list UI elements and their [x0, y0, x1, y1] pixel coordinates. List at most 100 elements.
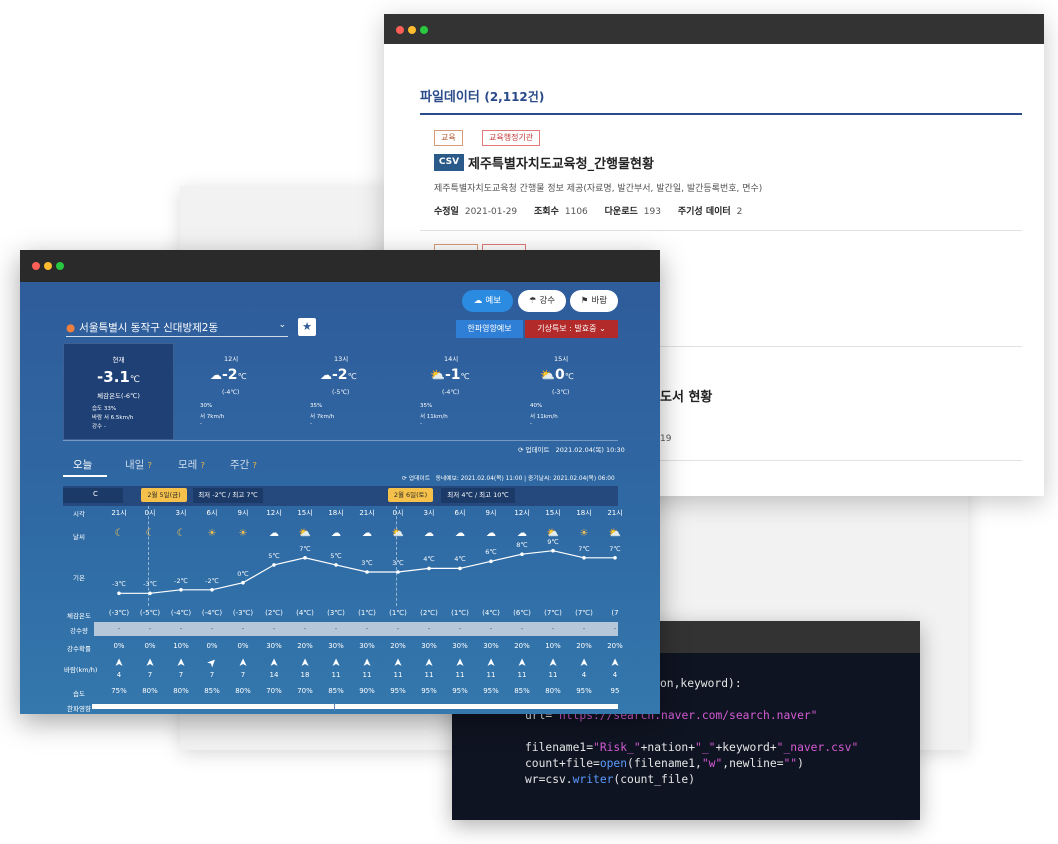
hour-wind: 서 7km/h — [310, 414, 335, 420]
precip-cell: - — [396, 625, 400, 633]
hour-time: 13시 — [334, 355, 349, 363]
row-label-precip: 강수량 — [70, 627, 88, 635]
precip-cell: - — [458, 625, 462, 633]
time-cell: 15시 — [297, 509, 313, 517]
cold-wave-button[interactable]: 한파영향예보 — [456, 320, 523, 338]
location-pin-icon: ● — [66, 322, 76, 334]
now-humidity: 습도 33% — [92, 406, 117, 412]
sun-icon: ☀ — [579, 528, 589, 539]
precip-cell: - — [179, 625, 183, 633]
cloud-icon: ☁ — [331, 528, 341, 539]
minimize-dot-icon[interactable] — [44, 262, 52, 270]
humidity-cell: 95% — [576, 687, 592, 695]
humidity-cell: 95% — [421, 687, 437, 695]
temp-label: 7℃ — [578, 544, 590, 553]
time-cell: 0시 — [392, 509, 404, 517]
humidity-cell: 70% — [297, 687, 313, 695]
minimize-dot-icon[interactable] — [408, 26, 416, 34]
precip-row — [94, 622, 618, 636]
wind-speed-cell: 4 — [612, 671, 618, 679]
feels-cell: (1℃) — [451, 609, 469, 617]
temp-label: 5℃ — [330, 551, 342, 560]
rain-icon: ☂ — [528, 296, 537, 306]
temp-label: 6℃ — [485, 548, 497, 557]
precip-prob-cell: 30% — [483, 642, 499, 650]
wind-speed-cell: 4 — [116, 671, 122, 679]
tag-education[interactable]: 교육 — [434, 130, 463, 146]
dataset-title-link[interactable]: 제주특별자치도교육청_간행물현황 — [468, 157, 654, 172]
wind-speed-cell: 11 — [517, 671, 527, 679]
weather-alert-button[interactable]: 기상특보 : 발효중 ⌄ — [525, 320, 618, 338]
dataset-title-link[interactable]: 도서 현황 — [660, 390, 713, 405]
close-dot-icon[interactable] — [32, 262, 40, 270]
temperature-point — [365, 570, 369, 574]
temperature-point — [148, 591, 152, 596]
hour-time: 12시 — [224, 355, 239, 363]
hour-precip: - — [310, 421, 312, 427]
time-cell: 6시 — [206, 509, 218, 517]
wind-speed-cell: 11 — [331, 671, 341, 679]
tag-edu-admin[interactable]: 교육행정기관 — [482, 130, 541, 146]
sun-icon: ☀ — [238, 528, 248, 539]
feels-cell: (4℃) — [482, 609, 500, 617]
maximize-dot-icon[interactable] — [420, 26, 428, 34]
precip-prob-cell: 20% — [297, 642, 313, 650]
forecast-update-info: ⟳ 업데이트 동네예보: 2021.02.04(목) 11:00 | 중기날씨:… — [402, 476, 615, 482]
refresh-icon: ⟳ — [518, 446, 524, 454]
csv-format-badge: CSV — [434, 154, 464, 171]
cloud-sun-icon: ☁ — [473, 296, 483, 306]
wind-speed-cell: 7 — [240, 671, 246, 679]
update-info: ⟳ 업데이트 2021.02.04(목) 10:30 — [518, 446, 625, 454]
now-label: 현재 — [112, 356, 125, 364]
feels-cell: (-4℃) — [201, 609, 223, 617]
row-label-precip_prob: 강수확률 — [67, 645, 91, 653]
code-line-5: filename1="Risk_"+nation+"_"+keyword+"_n… — [525, 741, 859, 754]
close-dot-icon[interactable] — [396, 26, 404, 34]
tab-precip[interactable]: ☂강수 — [518, 290, 566, 312]
temp-label: 4℃ — [454, 555, 466, 564]
now-feels: 체감온도(-6℃) — [97, 392, 140, 400]
weather-titlebar — [20, 250, 660, 282]
maximize-dot-icon[interactable] — [56, 262, 64, 270]
location-select[interactable]: ●서울특별시 동작구 신대방제2동 ⌄ — [66, 320, 288, 337]
time-cell: 9시 — [237, 509, 249, 517]
wind-speed-cell: 11 — [548, 671, 558, 679]
tab-day-after[interactable]: 모레 ? — [178, 459, 205, 471]
time-cell: 21시 — [111, 509, 127, 517]
hour-precip: - — [530, 421, 532, 427]
prev-day-cell: C — [63, 488, 123, 503]
wind-speed-cell: 11 — [455, 671, 465, 679]
favorite-star-button[interactable]: ★ — [298, 318, 316, 336]
humidity-cell: 95% — [452, 687, 468, 695]
code-line-6: count+file=open(filename1,"w",newline=""… — [525, 757, 804, 770]
tab-wind[interactable]: ⚑바람 — [570, 290, 618, 312]
active-tab-underline — [63, 475, 107, 477]
precip-prob-cell: 30% — [452, 642, 468, 650]
hour-feels: (-5℃) — [332, 389, 350, 396]
wind-speed-cell: 14 — [269, 671, 279, 679]
tab-forecast[interactable]: ☁예보 — [462, 290, 513, 312]
precip-cell: - — [117, 625, 121, 633]
temperature-point — [117, 591, 121, 596]
temp-label: -2℃ — [174, 576, 188, 585]
temperature-point — [427, 566, 431, 571]
precip-prob-cell: 20% — [390, 642, 406, 650]
humidity-cell: 80% — [545, 687, 561, 695]
time-cell: 12시 — [514, 509, 530, 517]
help-icon: ? — [252, 461, 257, 470]
precip-cell: - — [427, 625, 431, 633]
feels-cell: (6℃) — [513, 609, 531, 617]
time-cell: 0시 — [144, 509, 156, 517]
day-separator — [396, 506, 397, 606]
time-cell: 3시 — [423, 509, 435, 517]
precip-prob-cell: 0% — [113, 642, 125, 650]
tab-tomorrow[interactable]: 내일 ? — [125, 459, 152, 471]
tab-weekly[interactable]: 주간 ? — [230, 459, 257, 471]
code-line-7: wr=csv.writer(count_file) — [525, 773, 696, 786]
row-label-weather: 날씨 — [73, 533, 85, 541]
row-label-feels: 체감온도 — [67, 612, 91, 620]
tag-partial — [434, 244, 478, 254]
day-badge-fri: 2월 5일(금) — [141, 488, 187, 502]
sun-cloud-icon: ⛅ — [608, 528, 622, 539]
tab-today[interactable]: 오늘 — [73, 459, 93, 471]
